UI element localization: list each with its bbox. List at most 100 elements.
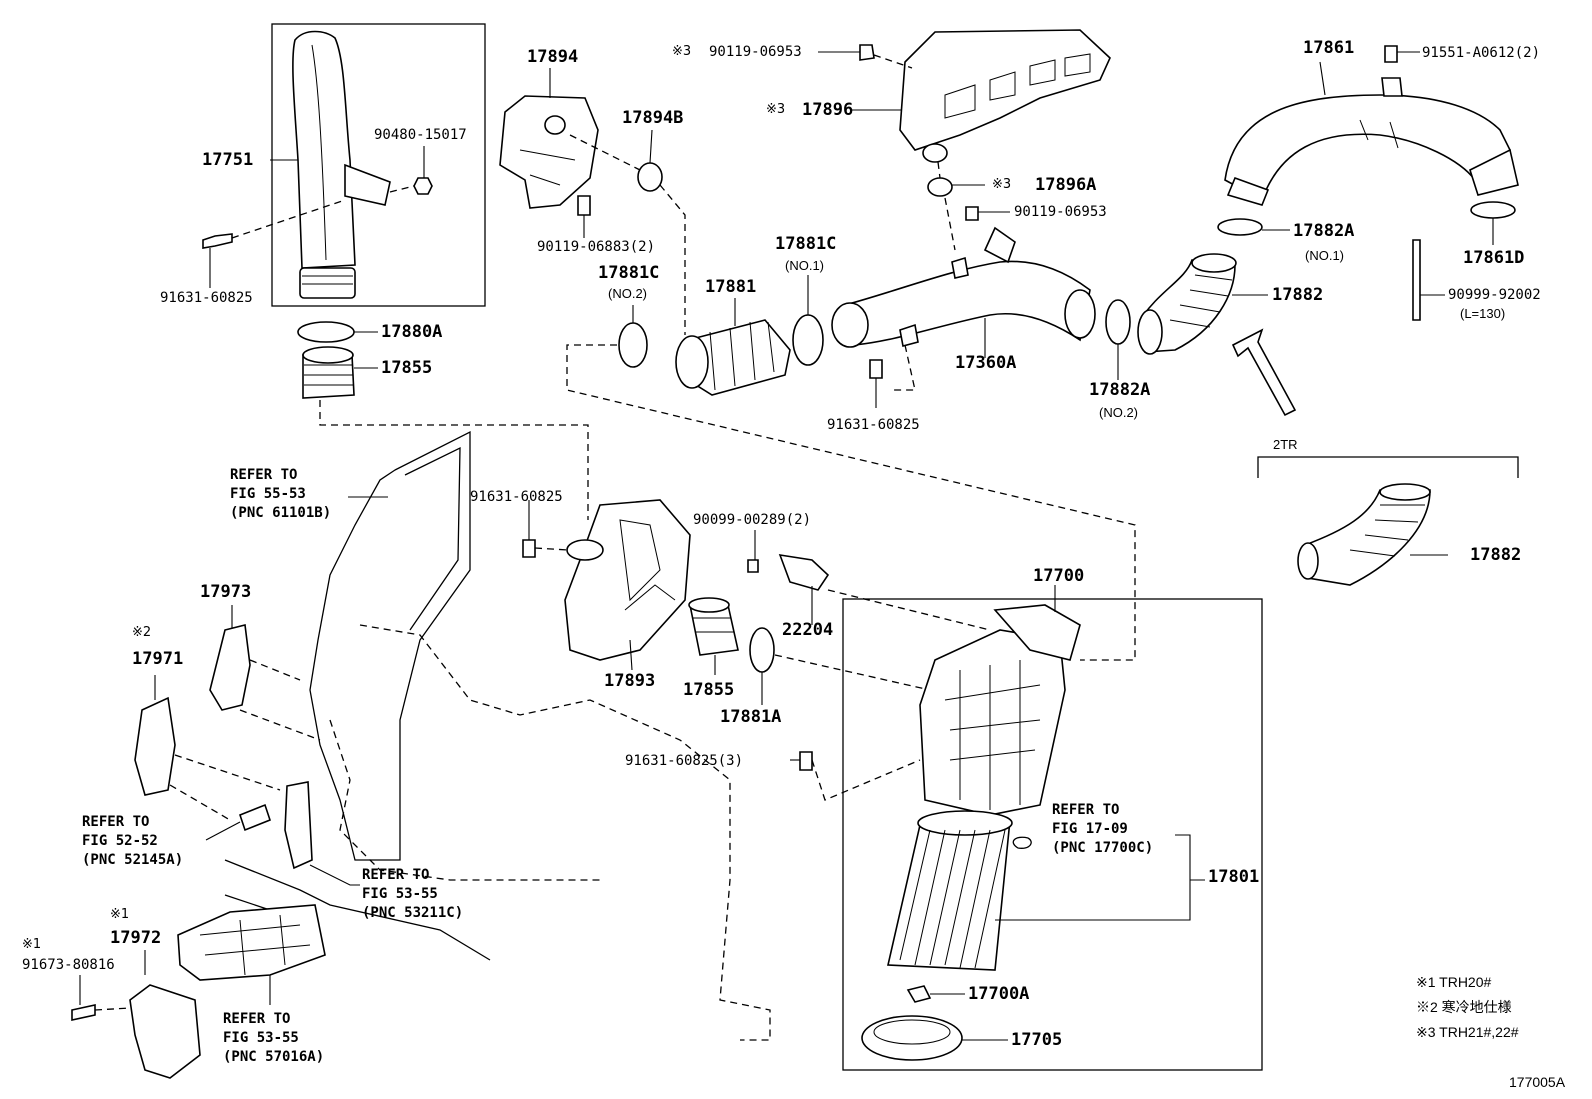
label-17882A-2: 17882A	[1089, 380, 1151, 400]
label-90119-06953-b: 90119-06953	[1014, 204, 1107, 220]
bracket-52145A	[239, 803, 271, 832]
bracket-17894	[499, 95, 599, 209]
label-91631-60825-b: 91631-60825	[827, 417, 920, 433]
duct-17972	[177, 904, 326, 981]
label-90480-15017: 90480-15017	[374, 127, 467, 143]
note-2: ※2 寒冷地仕様	[1416, 999, 1512, 1015]
dash-91631-a	[231, 199, 346, 239]
label-22204: 22204	[782, 620, 834, 640]
hose-17882-a	[1137, 253, 1237, 355]
dash-17855-long	[319, 400, 589, 520]
filter-17801	[887, 810, 1013, 971]
label-17801: 17801	[1208, 867, 1260, 887]
label-91631-60825-3: 91631-60825(3)	[625, 753, 744, 769]
sensor-22204	[778, 553, 830, 591]
label-17855-b: 17855	[683, 680, 735, 700]
label-17894B: 17894B	[622, 108, 684, 128]
arrow-2tr	[1231, 328, 1297, 417]
label-17705: 17705	[1011, 1030, 1063, 1050]
clamp-17880A	[297, 321, 355, 343]
bracket-53211C	[284, 781, 313, 870]
ref-57016A[interactable]: REFER TO FIG 53-55 (PNC 57016A)	[223, 1011, 325, 1065]
clamp-17894B	[637, 162, 663, 192]
label-90119-06883: 90119-06883(2)	[537, 239, 656, 255]
frame-box-17700	[842, 598, 1263, 1071]
label-90999-92002: 90999-92002	[1448, 287, 1541, 303]
hose-17855-a	[302, 346, 355, 399]
figure-id: 177005A	[1509, 1074, 1566, 1090]
leader-17861	[1319, 61, 1326, 96]
label-17881C-2-sub: (NO.2)	[608, 286, 647, 301]
cap-17705	[861, 1015, 963, 1061]
label-2tr: 2TR	[1273, 437, 1298, 452]
label-17882A-2-sub: (NO.2)	[1099, 405, 1138, 420]
label-17700A: 17700A	[968, 984, 1030, 1004]
label-91673-80816: 91673-80816	[22, 957, 115, 973]
label-17855-a: 17855	[381, 358, 433, 378]
label-17972: 17972	[110, 928, 162, 948]
dash-17881-group	[566, 344, 1136, 661]
clamp-17881C-2	[618, 322, 648, 368]
clamp-17861D	[1470, 201, 1516, 219]
label-17861D: 17861D	[1463, 248, 1525, 268]
mark-1-a: ※1	[110, 907, 130, 922]
ref-61101B[interactable]: REFER TO FIG 55-53 (PNC 61101B)	[230, 467, 332, 521]
ref-53211C[interactable]: REFER TO FIG 53-55 (PNC 53211C)	[362, 867, 464, 921]
label-17882A-1: 17882A	[1293, 221, 1355, 241]
leader-17801	[995, 834, 1205, 921]
ref-52145A[interactable]: REFER TO FIG 52-52 (PNC 52145A)	[82, 814, 184, 868]
tube-90999	[1412, 239, 1421, 321]
bracket-2tr	[1257, 456, 1519, 478]
label-17880A: 17880A	[381, 322, 443, 342]
label-17881: 17881	[705, 277, 757, 297]
label-17893: 17893	[604, 671, 656, 691]
ref-17700C[interactable]: REFER TO FIG 17-09 (PNC 17700C)	[1052, 802, 1154, 856]
bolt-91631-c	[522, 539, 536, 558]
air-cleaner-17700	[919, 604, 1081, 816]
bolt-91631-a	[202, 233, 233, 249]
bolt-91551	[1384, 45, 1398, 63]
note-3: ※3 TRH21#,22#	[1416, 1024, 1519, 1040]
bolt-90119-06953-b	[965, 206, 979, 221]
clamp-17896A	[927, 177, 953, 197]
label-17882-a: 17882	[1272, 285, 1324, 305]
frame-box-17751	[271, 23, 486, 307]
dash-17973	[239, 659, 321, 741]
bolt-90099	[747, 559, 759, 573]
clamp-17881A	[749, 627, 775, 673]
label-90099-00289: 90099-00289(2)	[693, 512, 812, 528]
dash-17896A	[937, 161, 956, 251]
clamp-17882A-2	[1105, 299, 1131, 345]
dash-91631-3	[811, 759, 921, 801]
bracket-17972-lower	[129, 984, 201, 1079]
label-17973: 17973	[200, 582, 252, 602]
bolt-91631-3	[799, 751, 813, 771]
bracket-17971	[134, 696, 176, 796]
inlet-17893	[564, 499, 691, 661]
dash-90119-06953-a	[873, 54, 913, 69]
label-17882A-1-sub: (NO.1)	[1305, 248, 1344, 263]
leader-17894B	[649, 129, 653, 164]
hose-17855-b	[688, 597, 739, 656]
pipe-17861	[1224, 77, 1519, 206]
label-17881C-1-sub: (NO.1)	[785, 258, 824, 273]
duct-17751	[292, 30, 391, 299]
clamp-17882A-1	[1217, 218, 1263, 236]
label-90999-sub: (L=130)	[1460, 306, 1506, 321]
mark-2: ※2	[132, 625, 152, 640]
hose-17882-b	[1297, 483, 1431, 586]
dash-17971	[169, 754, 281, 821]
leader-17893	[629, 639, 633, 671]
leader-ref-53211C	[309, 864, 360, 886]
cover-17896	[899, 29, 1111, 163]
bolt-91673	[71, 1004, 96, 1021]
label-17861: 17861	[1303, 38, 1355, 58]
label-17881A: 17881A	[720, 707, 782, 727]
bolt-91631-b	[869, 359, 883, 379]
label-17360A: 17360A	[955, 353, 1017, 373]
mark-3-b: ※3	[766, 102, 786, 117]
note-1: ※1 TRH20#	[1416, 974, 1492, 990]
dash-17894B	[569, 134, 686, 335]
nut-90480	[413, 177, 433, 195]
